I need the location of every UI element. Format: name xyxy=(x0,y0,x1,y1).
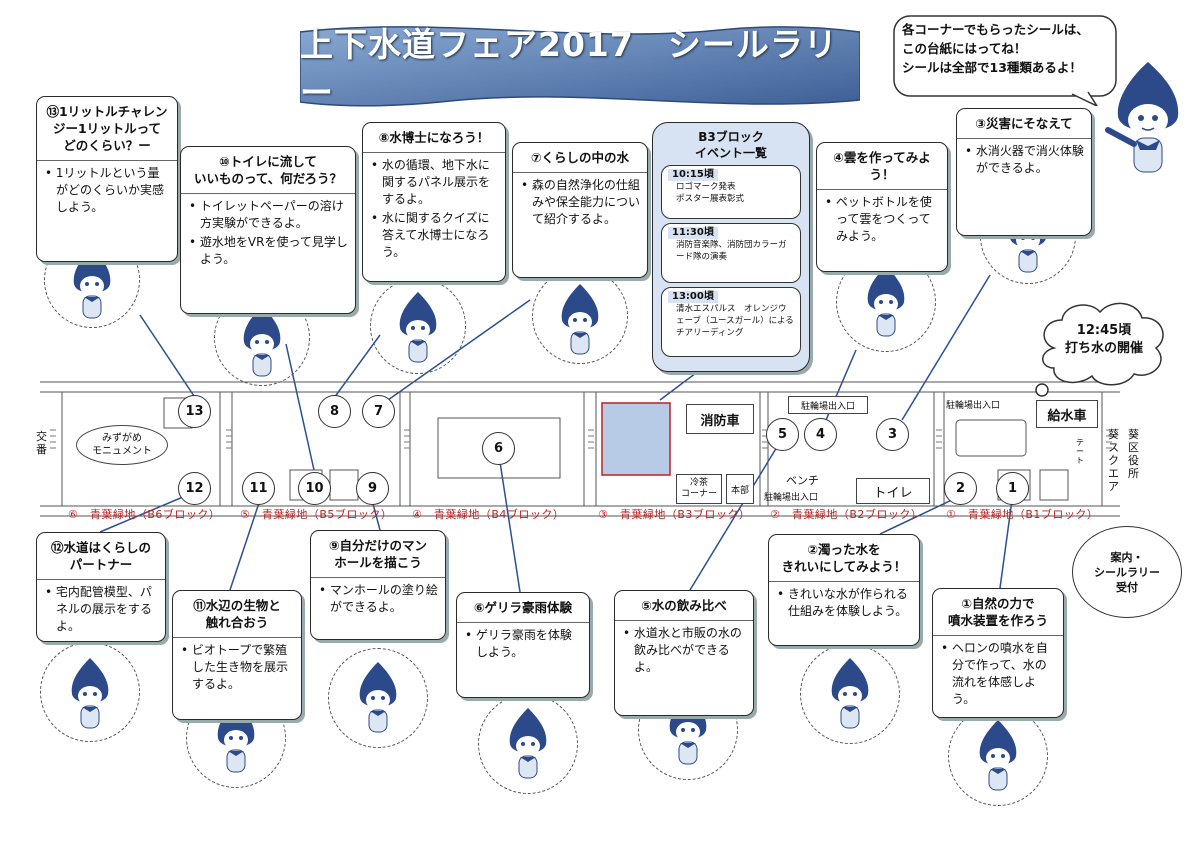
marker-3[interactable]: 3 xyxy=(876,418,909,451)
card-1-item: ヘロンの噴水を自分で作って、水の流れを体感しよう。 xyxy=(941,640,1057,708)
card-6: ⑥ゲリラ豪雨体験 ゲリラ豪雨を体験しよう。 xyxy=(456,592,590,698)
card-7-item: 森の自然浄化の仕組みや保全能力について紹介するよ。 xyxy=(521,177,641,228)
card-13-title: ⑬1リットルチャレン ジー1リットルって どのくらい？ー xyxy=(37,97,177,161)
monument-label: みずがめ モニュメント xyxy=(76,425,168,465)
marker-4[interactable]: 4 xyxy=(804,418,837,451)
event-panel-title: B3ブロック イベント一覧 xyxy=(694,130,767,160)
card-8-item: 水の循環、地下水に関するパネル展示をするよ。 xyxy=(371,157,499,208)
mascot-circle-12 xyxy=(40,642,140,742)
card-9-title: ⑨自分だけのマン ホールを描こう xyxy=(311,531,445,578)
bike-parking-1-label: 駐輪場出入口 xyxy=(788,396,868,414)
cloud-bubble xyxy=(1035,302,1164,397)
tent-label: テ ー ト xyxy=(1076,438,1084,465)
mascot-waving-icon xyxy=(1105,62,1179,173)
card-12-item: 宅内配管模型、パネルの展示をするよ。 xyxy=(45,584,159,635)
cold-tea-label: 冷茶 コーナー xyxy=(676,474,722,504)
speech-bubble xyxy=(893,15,1117,106)
card-4-title: ④雲を作ってみよう！ xyxy=(817,143,947,190)
marker-5[interactable]: 5 xyxy=(766,418,799,451)
bike-parking-2-label: 駐輪場出入口 xyxy=(764,493,819,503)
card-11-title: ⑪水辺の生物と 触れ合おう xyxy=(173,591,301,638)
area-label-b2: ② 青葉緑地（B2ブロック） xyxy=(770,508,923,521)
card-9: ⑨自分だけのマン ホールを描こう マンホールの塗り絵ができるよ。 xyxy=(310,530,446,640)
event-item: ポスター展表彰式 xyxy=(676,194,745,204)
card-10-item: トイレットペーパーの溶け方実験ができるよ。 xyxy=(189,198,349,232)
card-3-title: ③災害にそなえて xyxy=(957,109,1091,139)
page-title: 上下水道フェア2017 シールラリー xyxy=(300,25,838,112)
title-banner xyxy=(300,26,860,107)
card-1-title: ①自然の力で 噴水装置を作ろう xyxy=(933,589,1063,636)
card-8-item: 水に関するクイズに答えて水博士になろう。 xyxy=(371,210,499,261)
event-slot: 13:00頃 清水エスパルス オレンジウェーブ（ユースガール）によるチアリーディ… xyxy=(661,287,801,357)
card-4: ④雲を作ってみよう！ ペットボトルを使って雲をつくってみよう。 xyxy=(816,142,948,272)
event-time: 13:00頃 xyxy=(668,291,718,303)
card-8: ⑧水博士になろう！ 水の循環、地下水に関するパネル展示をするよ。 水に関するクイ… xyxy=(362,122,506,282)
card-13-item: 1リットルという量がどのくらいか実感しよう。 xyxy=(45,165,171,216)
marker-11[interactable]: 11 xyxy=(242,472,275,505)
card-12: ⑫水道はくらしの パートナー 宅内配管模型、パネルの展示をするよ。 xyxy=(36,532,166,642)
marker-13[interactable]: 13 xyxy=(178,395,211,428)
card-10-item: 遊水地をVRを使って見学しよう。 xyxy=(189,234,349,268)
info-bubble: 案内・ シールラリー 受付 xyxy=(1072,526,1182,618)
kouban-label: 交 番 xyxy=(36,430,47,456)
bench-label: ベンチ xyxy=(786,474,819,487)
area-label-b4: ④ 青葉緑地（B4ブロック） xyxy=(412,508,565,521)
area-label-b3: ③ 青葉緑地（B3ブロック） xyxy=(598,508,751,521)
event-slot: 11:30頃 消防音楽隊、消防団カラーガード隊の演奏 xyxy=(661,223,801,283)
card-1: ①自然の力で 噴水装置を作ろう ヘロンの噴水を自分で作って、水の流れを体感しよう… xyxy=(932,588,1064,718)
event-item: ロゴマーク発表 xyxy=(676,182,736,192)
card-3: ③災害にそなえて 水消火器で消火体験ができるよ。 xyxy=(956,108,1092,236)
bike-parking-3-label: 駐輪場出入口 xyxy=(946,401,1001,411)
marker-9[interactable]: 9 xyxy=(356,472,389,505)
cloud-text: 12:45頃 打ち水の開催 xyxy=(1064,323,1143,356)
event-panel: B3ブロック イベント一覧 10:15頃 ロゴマーク発表 ポスター展表彰式 11… xyxy=(652,122,810,372)
card-7: ⑦くらしの中の水 森の自然浄化の仕組みや保全能力について紹介するよ。 xyxy=(512,142,648,278)
card-10-title: ⑩トイレに流して いいものって、何だろう？ xyxy=(181,147,355,194)
card-11-item: ビオトープで繁殖した生き物を展示するよ。 xyxy=(181,642,295,693)
event-time: 11:30頃 xyxy=(668,227,718,239)
card-6-item: ゲリラ豪雨を体験しよう。 xyxy=(465,627,583,661)
speech-text: 各コーナーでもらったシールは、 この台紙にはってね！ シールは全部で13種類ある… xyxy=(902,22,1089,75)
card-3-item: 水消火器で消火体験ができるよ。 xyxy=(965,143,1085,177)
card-5-title: ⑤水の飲み比べ xyxy=(615,591,753,621)
card-4-item: ペットボトルを使って雲をつくってみよう。 xyxy=(825,194,941,245)
card-2-item: きれいな水が作られる仕組みを体験しよう。 xyxy=(777,586,913,620)
card-8-title: ⑧水博士になろう！ xyxy=(363,123,505,153)
event-item: 清水エスパルス オレンジウェーブ（ユースガール）によるチアリーディング xyxy=(676,304,794,338)
card-2-title: ②濁った水を きれいにしてみよう！ xyxy=(769,535,919,582)
fire-truck-label: 消防車 xyxy=(686,404,754,434)
card-9-item: マンホールの塗り絵ができるよ。 xyxy=(319,582,439,616)
marker-12[interactable]: 12 xyxy=(178,472,211,505)
event-time: 10:15頃 xyxy=(668,169,718,181)
event-item: 消防音楽隊、消防団カラーガード隊の演奏 xyxy=(676,240,787,262)
area-label-b1: ① 青葉緑地（B1ブロック） xyxy=(946,508,1099,521)
mascot-circle-9 xyxy=(328,648,428,748)
marker-2[interactable]: 2 xyxy=(944,472,977,505)
card-5-item: 水道水と市販の水の飲み比べができるよ。 xyxy=(623,625,747,676)
card-6-title: ⑥ゲリラ豪雨体験 xyxy=(457,593,589,623)
card-7-title: ⑦くらしの中の水 xyxy=(513,143,647,173)
area-label-b6: ⑥ 青葉緑地（B6ブロック） xyxy=(68,508,221,521)
event-slot: 10:15頃 ロゴマーク発表 ポスター展表彰式 xyxy=(661,165,801,219)
card-13: ⑬1リットルチャレン ジー1リットルって どのくらい？ー 1リットルという量がど… xyxy=(36,96,178,262)
marker-7[interactable]: 7 xyxy=(362,395,395,428)
marker-10[interactable]: 10 xyxy=(298,472,331,505)
area-label-b5: ⑤ 青葉緑地（B5ブロック） xyxy=(240,508,393,521)
water-truck-label: 給水車 xyxy=(1036,400,1098,428)
ward-office-label: 葵区役所 xyxy=(1128,428,1139,480)
marker-8[interactable]: 8 xyxy=(318,395,351,428)
card-12-title: ⑫水道はくらしの パートナー xyxy=(37,533,165,580)
marker-1[interactable]: 1 xyxy=(996,472,1029,505)
card-10: ⑩トイレに流して いいものって、何だろう？ トイレットペーパーの溶け方実験ができ… xyxy=(180,146,356,314)
toilet-label: トイレ xyxy=(856,478,930,504)
card-5: ⑤水の飲み比べ 水道水と市販の水の飲み比べができるよ。 xyxy=(614,590,754,716)
hq-label: 本部 xyxy=(726,474,754,504)
card-2: ②濁った水を きれいにしてみよう！ きれいな水が作られる仕組みを体験しよう。 xyxy=(768,534,920,646)
marker-6[interactable]: 6 xyxy=(482,432,515,465)
aoi-square-label: 葵スクエア xyxy=(1108,428,1119,493)
card-11: ⑪水辺の生物と 触れ合おう ビオトープで繁殖した生き物を展示するよ。 xyxy=(172,590,302,720)
